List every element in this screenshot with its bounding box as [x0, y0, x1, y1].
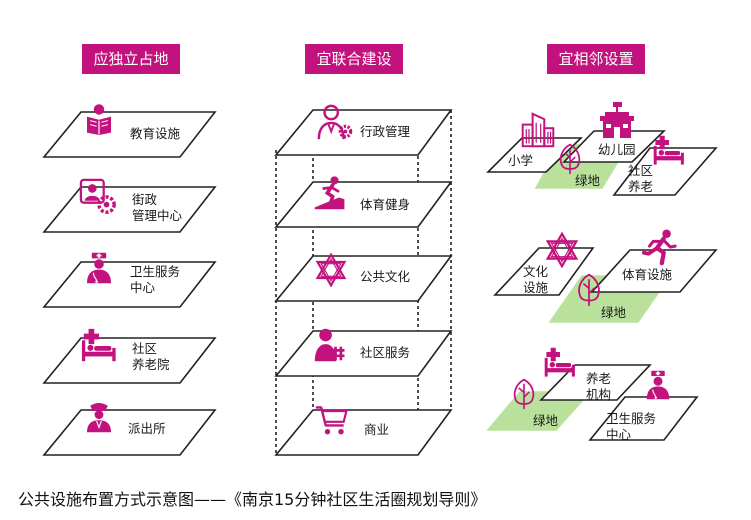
parcel-elderly-home [42, 337, 217, 384]
label-culture: 公共文化 [360, 269, 411, 284]
label-green-2: 绿地 [601, 305, 627, 320]
combined-stack [274, 109, 453, 456]
floor-administration [274, 109, 453, 156]
label-street-admin: 街政管理中心 [132, 192, 183, 223]
parcel-education [42, 111, 217, 158]
label-education: 教育设施 [130, 126, 181, 141]
label-community-elderly: 社区养老 [628, 163, 653, 194]
parcel-elderly [612, 147, 718, 196]
elderly-institution-icon [544, 347, 575, 377]
parcel-health-service [588, 396, 699, 441]
label-sports-facility: 体育设施 [622, 267, 673, 282]
parcel-school [486, 137, 583, 173]
label-school: 小学 [508, 153, 533, 168]
doctor-icon [646, 370, 670, 400]
column-header-adjacent: 宜相邻设置 [547, 44, 645, 74]
column-header-combined: 宜联合建设 [305, 44, 403, 74]
label-fitness: 体育健身 [360, 197, 410, 212]
parcel-elderly-institution [539, 364, 652, 401]
parcel-health-center [42, 261, 217, 308]
adjacent-group-1 [486, 130, 718, 196]
label-health-service-center: 卫生服务中心 [606, 411, 656, 442]
label-elderly-institution: 养老机构 [586, 371, 611, 402]
parcel-police [42, 409, 217, 456]
parcel-culture [493, 247, 595, 296]
label-administration: 行政管理 [360, 124, 411, 139]
parcel-street-admin [42, 186, 217, 233]
figure-caption: 公共设施布置方式示意图——《南京15分钟社区生活圈规划导则》 [18, 490, 487, 509]
label-health-center: 卫生服务中心 [130, 264, 180, 295]
floor-community-service [274, 330, 453, 377]
adjacent-group-3 [486, 364, 699, 441]
independent-column [42, 111, 217, 456]
label-commerce: 商业 [364, 422, 389, 437]
label-culture-facility: 文化设施 [523, 264, 549, 295]
parcel-kindergarten [562, 130, 666, 163]
floor-commerce [274, 409, 453, 456]
floor-fitness [274, 181, 453, 228]
label-elderly-home: 社区养老院 [132, 341, 170, 372]
label-kindergarten: 幼儿园 [598, 142, 636, 157]
label-community-service: 社区服务 [360, 345, 410, 360]
kindergarten-icon [600, 102, 634, 138]
parcel-sports [590, 249, 718, 293]
label-green-1: 绿地 [575, 173, 601, 188]
column-header-independent: 应独立占地 [82, 44, 180, 74]
label-police: 派出所 [128, 421, 166, 436]
label-green-3: 绿地 [533, 413, 559, 428]
